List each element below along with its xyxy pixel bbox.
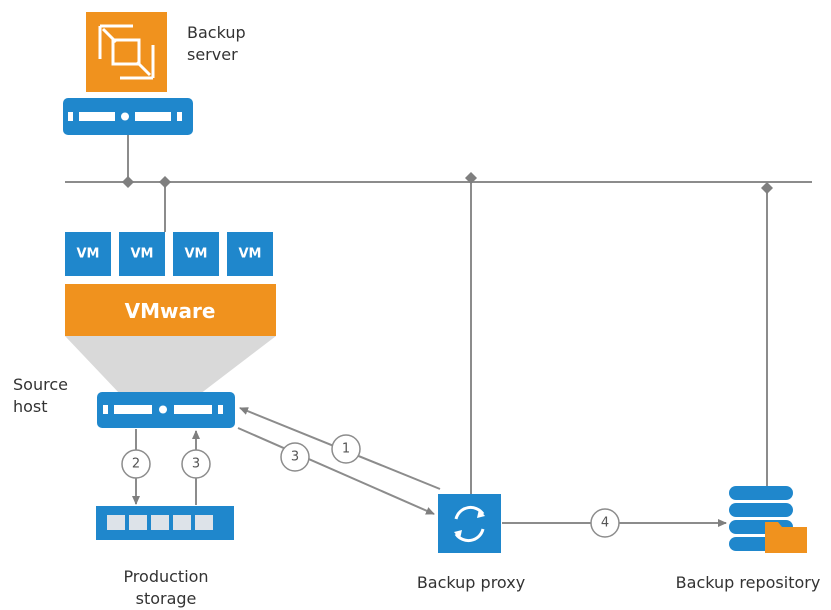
step-badge-2: 2: [121, 449, 151, 479]
source-host-label-line1: Source: [13, 375, 68, 394]
svg-text:VM: VM: [239, 247, 262, 262]
backup-server-icon: [86, 12, 167, 92]
vmware-hypervisor-bar: VMware: [65, 284, 276, 336]
backup-repository-label: Backup repository: [676, 573, 821, 592]
step-badge-3-host: 3: [280, 442, 310, 472]
vm-box: VM: [227, 232, 273, 276]
vm-box: VM: [173, 232, 219, 276]
backup-server-label-line1: Backup: [187, 23, 246, 42]
production-storage-label-line1: Production: [123, 567, 208, 586]
bus-junction: [159, 176, 171, 188]
vm-box: VM: [119, 232, 165, 276]
backup-server-rack-icon: [63, 98, 193, 135]
svg-text:2: 2: [132, 457, 140, 472]
svg-text:3: 3: [192, 457, 200, 472]
vm-box: VM: [65, 232, 111, 276]
arrow-host-to-proxy: [237, 427, 435, 515]
svg-text:3: 3: [291, 450, 299, 465]
backup-repository-icon: [729, 486, 807, 553]
production-storage-icon: [96, 506, 234, 540]
svg-text:VM: VM: [77, 247, 100, 262]
step-badge-1: 1: [331, 434, 361, 464]
hypervisor-funnel: [65, 336, 276, 394]
svg-text:4: 4: [601, 516, 609, 531]
svg-text:1: 1: [342, 442, 350, 457]
step-badge-3-storage: 3: [181, 449, 211, 479]
source-host-label-line2: host: [13, 397, 48, 416]
bus-junction: [761, 182, 773, 194]
bus-junction: [122, 176, 134, 188]
step-badge-4: 4: [590, 508, 620, 538]
vmware-label: VMware: [125, 299, 216, 323]
backup-proxy-label: Backup proxy: [417, 573, 525, 592]
production-storage-label-line2: storage: [136, 589, 197, 608]
svg-text:VM: VM: [185, 247, 208, 262]
svg-text:VM: VM: [131, 247, 154, 262]
backup-server-label-line2: server: [187, 45, 238, 64]
backup-proxy-icon: [438, 494, 501, 553]
source-host-rack-icon: [97, 392, 235, 428]
bus-junction: [465, 172, 477, 184]
